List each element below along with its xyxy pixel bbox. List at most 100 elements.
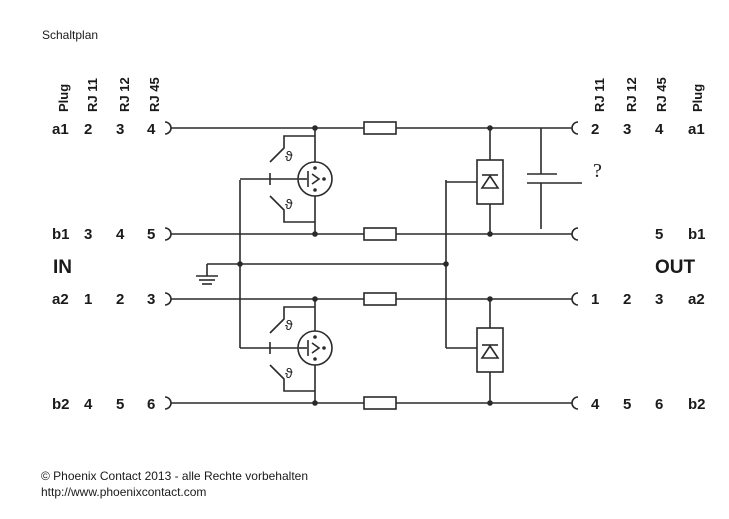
right-pin-plug: b2 [688, 396, 706, 413]
tvs-diode-lower [446, 296, 504, 406]
right-pin-plug: b1 [688, 226, 706, 243]
left-pin-plug: a2 [52, 291, 69, 308]
gdt-gas-dot [313, 166, 317, 170]
capacitor-annotation: ? [527, 128, 602, 229]
right-pin-row-a1: 2 3 4 a1 [591, 121, 705, 138]
theta-symbol: ϑ [285, 196, 293, 212]
gas-discharge-tube-lower: ϑ ϑ [240, 296, 333, 406]
header-left-rj45: RJ 45 [147, 77, 162, 112]
signal-lines [171, 127, 572, 404]
right-pin-rj45: 5 [655, 226, 663, 243]
right-pin-rj45: 6 [655, 396, 663, 413]
left-pin-rj45: 5 [147, 226, 155, 243]
thermal-switch-top [269, 306, 315, 334]
in-label: IN [53, 257, 72, 278]
input-connector-b2 [164, 396, 172, 410]
output-connector-b2 [571, 396, 579, 410]
ground-bus [196, 180, 449, 348]
theta-symbol: ϑ [285, 317, 293, 333]
input-connector-a2 [164, 292, 172, 306]
gdt-gas-dot [313, 357, 317, 361]
header-right-rj12: RJ 12 [624, 77, 639, 112]
tvs-diode-upper [446, 125, 504, 237]
left-pin-rj11: 4 [84, 396, 93, 413]
header-left-rj11: RJ 11 [85, 78, 100, 112]
right-pin-rj45: 4 [655, 121, 664, 138]
gdt-gas-dot [322, 177, 326, 181]
junction-dot [312, 296, 318, 302]
left-pin-rj11: 2 [84, 121, 92, 138]
right-pin-rj45: 3 [655, 291, 663, 308]
tvs-body [476, 327, 504, 373]
right-pin-row-b2: 4 5 6 b2 [591, 396, 706, 413]
gdt-electrode [311, 173, 321, 185]
url-text: http://www.phoenixcontact.com [41, 485, 206, 499]
header-left-plug: Plug [56, 84, 71, 112]
resistor-b1 [363, 227, 397, 241]
right-pin-rj12: 2 [623, 291, 631, 308]
output-connector-a1 [571, 121, 579, 135]
thermal-switch-bottom [269, 364, 315, 392]
left-pin-row-b2: b2 4 5 6 [52, 396, 155, 413]
right-pin-rj11: 2 [591, 121, 599, 138]
resistor-a2 [363, 292, 397, 306]
header-right-rj11: RJ 11 [592, 78, 607, 112]
output-connector-a2 [571, 292, 579, 306]
right-pin-rj11: 4 [591, 396, 600, 413]
left-pin-plug: a1 [52, 121, 69, 138]
right-pin-plug: a2 [688, 291, 705, 308]
left-pin-rj45: 3 [147, 291, 155, 308]
left-pin-rj12: 3 [116, 121, 124, 138]
left-pin-rj12: 2 [116, 291, 124, 308]
gdt-electrode [311, 342, 321, 354]
copyright-text: © Phoenix Contact 2013 - alle Rechte vor… [41, 469, 308, 483]
tvs-diode-symbol [480, 344, 500, 359]
resistor-a1 [363, 121, 397, 135]
right-pin-row-b1: 5 b1 [655, 226, 706, 243]
right-pin-rj11: 1 [591, 291, 599, 308]
right-pin-plug: a1 [688, 121, 705, 138]
theta-symbol: ϑ [285, 148, 293, 164]
resistor-b2 [363, 396, 397, 410]
right-pin-rj12: 5 [623, 396, 631, 413]
left-pin-rj45: 4 [147, 121, 156, 138]
input-connectors [164, 121, 172, 410]
left-pin-row-a2: a2 1 2 3 [52, 291, 155, 308]
right-pin-rj12: 3 [623, 121, 631, 138]
junction-dot [312, 125, 318, 131]
junction-dot [312, 231, 318, 237]
left-pin-plug: b1 [52, 226, 70, 243]
tvs-diode-symbol [480, 174, 500, 189]
gdt-gas-dot [322, 346, 326, 350]
gdt-gas-dot [313, 335, 317, 339]
output-connectors [571, 121, 579, 410]
left-pin-row-a1: a1 2 3 4 [52, 121, 156, 138]
left-pin-rj45: 6 [147, 396, 155, 413]
gdt-gas-dot [313, 188, 317, 192]
left-pin-rj11: 1 [84, 291, 92, 308]
tvs-body [476, 159, 504, 205]
gas-discharge-tube-upper: ϑ ϑ [240, 125, 333, 237]
input-connector-b1 [164, 227, 172, 241]
question-mark: ? [593, 160, 602, 182]
output-connector-b1 [571, 227, 579, 241]
junction-dot [312, 400, 318, 406]
header-right-rj45: RJ 45 [654, 77, 669, 112]
header-right-plug: Plug [690, 84, 705, 112]
resistors [363, 121, 397, 410]
left-pin-rj12: 5 [116, 396, 124, 413]
left-pin-rj12: 4 [116, 226, 125, 243]
diagram-title: Schaltplan [42, 28, 98, 42]
left-pin-row-b1: b1 3 4 5 [52, 226, 155, 243]
out-label: OUT [655, 257, 696, 278]
right-pin-row-a2: 1 2 3 a2 [591, 291, 705, 308]
header-left-rj12: RJ 12 [117, 77, 132, 112]
left-pin-rj11: 3 [84, 226, 92, 243]
left-pin-plug: b2 [52, 396, 70, 413]
theta-symbol: ϑ [285, 365, 293, 381]
thermal-switch-top [269, 135, 315, 163]
thermal-switch-bottom [269, 195, 315, 223]
input-connector-a1 [164, 121, 172, 135]
